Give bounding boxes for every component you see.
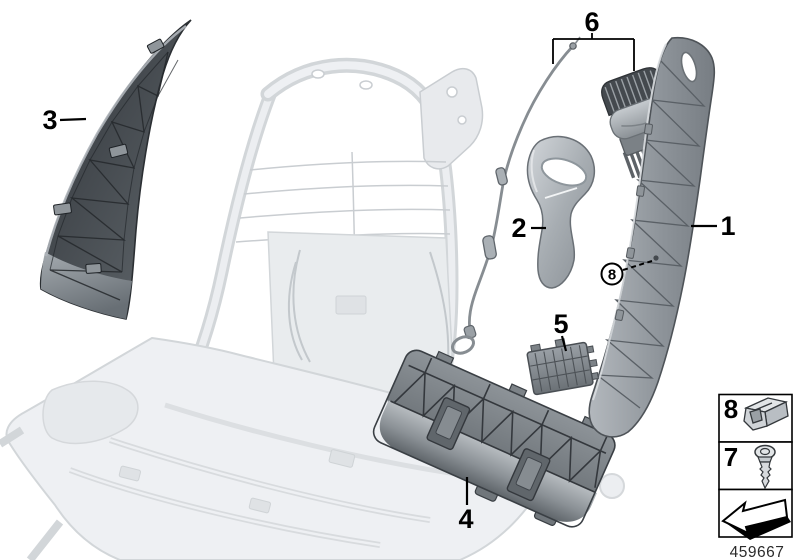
- cable-end-wire: [574, 36, 581, 45]
- panel-ribs: [390, 357, 608, 493]
- callout-3-label[interactable]: 3: [42, 105, 57, 135]
- self-tapping-screw-icon: [754, 444, 776, 490]
- cover-edge-highlight: [530, 149, 538, 193]
- callouts: 3 6 2 1 8 5 4: [42, 7, 735, 534]
- callout-2-label[interactable]: 2: [511, 213, 526, 243]
- trim-rib-outer-line: [49, 51, 169, 271]
- bracket-hole: [457, 115, 467, 125]
- cable-adjuster: [482, 235, 497, 260]
- trim-right-tabs: [614, 123, 653, 321]
- bracket-hole: [446, 86, 458, 98]
- trim-rib-web: [49, 51, 169, 301]
- legend-clip-label[interactable]: 8: [724, 394, 738, 424]
- callout-8-circle[interactable]: [600, 262, 624, 286]
- callout-8-label[interactable]: 8: [608, 267, 616, 284]
- panel-outline: [372, 349, 616, 528]
- part-5-bracket: [526, 338, 599, 396]
- cable-nipple: [569, 42, 577, 50]
- bracket-ribs: [530, 345, 590, 392]
- callout-5-label[interactable]: 5: [553, 309, 568, 339]
- callout-6-label[interactable]: 6: [584, 7, 599, 37]
- callout-4: 4: [458, 477, 474, 534]
- crossbar-bracket: [419, 67, 484, 170]
- legend-screw-box[interactable]: 7: [718, 441, 793, 491]
- callout-6: 6: [552, 7, 635, 71]
- lumbar-detail: [335, 295, 367, 315]
- cable-barrel: [495, 167, 508, 186]
- rail-detail: [118, 465, 141, 482]
- rail-detail: [328, 449, 356, 468]
- seat-frame-ghost: [0, 57, 625, 560]
- seat-rails: [68, 402, 471, 548]
- legend-direction-box[interactable]: [718, 488, 793, 541]
- panel-latch: [506, 448, 551, 502]
- seat-side-pad: [42, 380, 139, 445]
- callout-1: 1: [691, 211, 736, 241]
- seat-base-frame: [5, 336, 547, 560]
- cable-end-loop: [450, 335, 476, 355]
- cover-highlight-line: [544, 187, 578, 199]
- callout-3: 3: [42, 105, 87, 135]
- trim-edge-highlight: [44, 24, 187, 257]
- callout-4-label[interactable]: 4: [458, 504, 473, 534]
- seat-base-spurs: [0, 426, 64, 560]
- callout-5-leader: [560, 335, 568, 352]
- cover-opening: [540, 157, 588, 187]
- trim-right-edge-highlight: [592, 43, 667, 401]
- callout-8: 8: [600, 260, 653, 286]
- callout-1-label[interactable]: 1: [720, 211, 735, 241]
- part-6-cable: [450, 36, 581, 355]
- callout-3-leader: [59, 117, 87, 122]
- callout-2: 2: [511, 213, 546, 243]
- bowden-cable: [467, 45, 575, 332]
- trim-clips: [53, 38, 165, 274]
- callout-5: 5: [553, 309, 569, 352]
- installation-direction-arrow-icon: [721, 498, 791, 540]
- part-3-side-trim-left: [39, 19, 192, 320]
- part-2-cover: [526, 135, 596, 289]
- legend: 8 7 459667: [718, 393, 793, 560]
- callout-6-bracket: [552, 33, 635, 71]
- trim-rib-inner-line: [121, 59, 179, 273]
- headrest-sleeve-hole: [311, 69, 325, 79]
- trim-right-slot: [680, 51, 698, 83]
- trim-right-clip-point: [653, 255, 659, 261]
- headrest-sleeve-hole: [359, 80, 373, 90]
- trim-right-rib-web: [594, 59, 706, 409]
- panel-latch: [426, 397, 471, 451]
- legend-screw-label[interactable]: 7: [724, 442, 738, 472]
- legend-clip-box[interactable]: 8: [718, 393, 793, 443]
- recliner-knob-ghost: [599, 473, 625, 499]
- part-4-lower-panel: [372, 349, 616, 528]
- rail-detail: [248, 497, 271, 514]
- part-1-side-trim-right: [588, 36, 716, 438]
- spring-clip-icon: [743, 397, 789, 431]
- diagram-number: 459667: [730, 544, 785, 560]
